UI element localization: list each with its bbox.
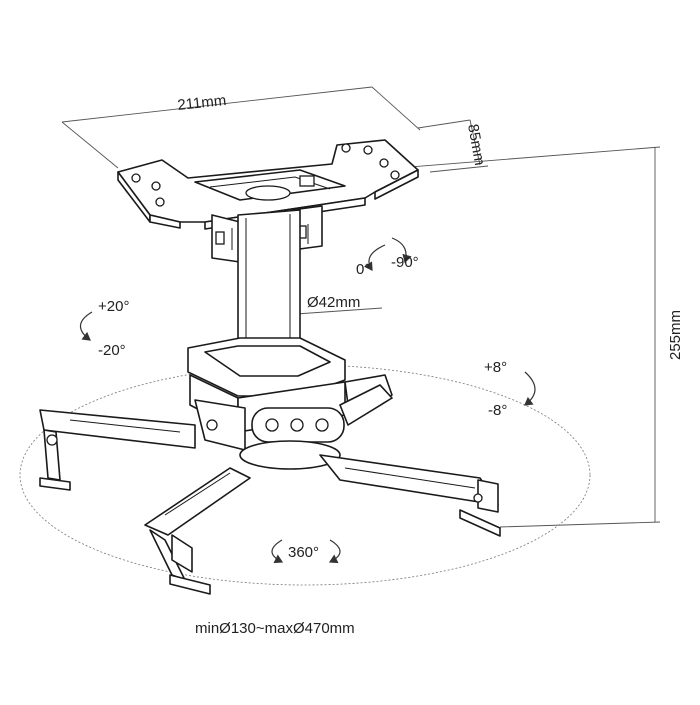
width-dimension xyxy=(61,86,421,169)
tilt-plus-label: +20° xyxy=(98,298,129,315)
rotate-right-arrow xyxy=(328,539,341,564)
tilt-head xyxy=(187,337,393,470)
arm-range-label: minØ130~maxØ470mm xyxy=(195,620,355,637)
swivel-right-arrow xyxy=(391,237,412,264)
pole-dimension xyxy=(295,307,383,315)
roll-plus-label: +8° xyxy=(484,359,507,376)
pole-diameter-label: Ø42mm xyxy=(307,294,360,311)
arm-back-right xyxy=(339,384,393,426)
depth-dimension xyxy=(417,119,489,173)
extension-pole xyxy=(237,209,301,361)
arm-front-left xyxy=(144,467,251,595)
roll-minus-label: -8° xyxy=(488,402,507,419)
swivel-left-arrow xyxy=(364,244,386,271)
tilt-minus-label: -20° xyxy=(98,342,126,359)
rotation-label: 360° xyxy=(288,544,319,561)
width-label: 211mm xyxy=(177,92,227,114)
arm-front-right xyxy=(319,454,501,537)
roll-arrow xyxy=(524,371,536,406)
tilt-arrow xyxy=(79,311,93,341)
ceiling-plate xyxy=(117,139,419,230)
rotate-left-arrow xyxy=(271,539,284,564)
arm-back-left xyxy=(39,409,196,491)
swivel-zero-label: 0° xyxy=(356,261,370,278)
plate-depth-label: 85mm xyxy=(464,123,488,167)
height-dimension xyxy=(371,146,661,528)
swivel-ninety-label: -90° xyxy=(391,254,419,271)
height-label: 255mm xyxy=(667,310,684,360)
